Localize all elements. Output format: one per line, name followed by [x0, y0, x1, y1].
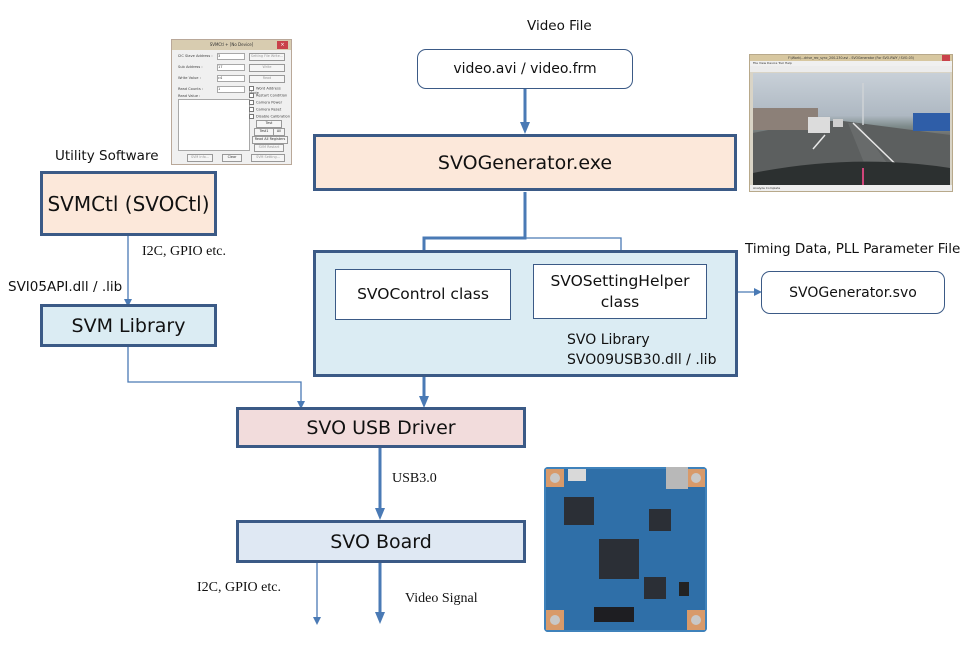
svo-library-caption: SVO Library SVO09USB30.dll / .lib: [567, 330, 716, 370]
field-label: Read Counts :: [178, 87, 204, 91]
dialog-title: SVMCtl + [No Device]: [209, 42, 254, 47]
window-menubar: File View Device Tool Help: [750, 61, 952, 66]
field-label: I2C Slave Address :: [178, 54, 213, 58]
i2c-gpio-top-label: I2C, GPIO etc.: [142, 244, 226, 259]
read-value-area: [178, 99, 250, 151]
field-value: 3: [217, 53, 245, 60]
utility-software-label: Utility Software: [55, 148, 159, 164]
all-button: All: [273, 128, 285, 136]
svm-info-button: SVM Info...: [187, 154, 213, 162]
pcb-graphic: [546, 467, 705, 630]
field-label: Write Value :: [178, 76, 201, 80]
window-titlebar: F:\Work\...drive_rec_sync_200-230.avi - …: [750, 55, 952, 61]
road-video-frame: [753, 73, 950, 185]
arrow-svmlibrary-to-usbdriver: [127, 347, 305, 409]
read-button: Read: [249, 75, 285, 83]
test-button: Test: [256, 120, 282, 128]
video-file-label: Video File: [527, 18, 592, 34]
field-value: 1: [217, 86, 245, 93]
svogenerator-window-screenshot: F:\Work\...drive_rec_sync_200-230.avi - …: [749, 54, 953, 192]
svo-control-class-node[interactable]: SVOControl class: [335, 269, 511, 320]
video-file-node[interactable]: video.avi / video.frm: [417, 49, 633, 89]
timing-data-label: Timing Data, PLL Parameter File: [745, 241, 961, 257]
test1-button: Test1: [254, 128, 274, 136]
svo-generator-text: SVOGenerator.exe: [437, 151, 613, 174]
svo-control-text: SVOControl class: [357, 285, 489, 303]
svmctl-node[interactable]: SVMCtl (SVOCtl): [40, 171, 217, 236]
window-statusbar: Analyze Complete: [750, 185, 952, 191]
checkbox-camera-reset: Camera Reset: [249, 107, 281, 112]
svmctl-dialog-screenshot: SVMCtl + [No Device] × I2C Slave Address…: [171, 39, 292, 165]
svo-setting-helper-text-1: SVOSettingHelper: [550, 271, 690, 290]
svo-library-dll: SVO09USB30.dll / .lib: [567, 352, 717, 368]
svo-board-text: SVO Board: [330, 530, 432, 553]
checkbox-restart-condition: Restart Condition: [249, 93, 287, 98]
video-signal-label: Video Signal: [405, 591, 478, 606]
svm-library-text: SVM Library: [71, 314, 186, 337]
field-value: c4: [217, 75, 245, 82]
svo-setting-helper-text-2: class: [600, 292, 640, 311]
svo-generator-node[interactable]: SVOGenerator.exe: [313, 134, 737, 191]
svm-setting-button: SVM Setting...: [251, 154, 285, 162]
svo-board-photo: [544, 467, 707, 632]
svmctl-text: SVMCtl (SVOCtl): [47, 191, 210, 216]
clear-button: Clear: [222, 154, 242, 162]
svo-generator-svo-node[interactable]: SVOGenerator.svo: [761, 271, 945, 314]
road-scene-graphic: [753, 83, 950, 185]
close-icon: [942, 55, 950, 61]
read-value-label: Read Value :: [178, 94, 201, 98]
i2c-gpio-bottom-label: I2C, GPIO etc.: [197, 580, 281, 595]
svo-generator-svo-text: SVOGenerator.svo: [789, 284, 917, 301]
svm-restart-button: SVM Restart: [254, 144, 284, 152]
dialog-titlebar: SVMCtl + [No Device] ×: [172, 40, 291, 50]
field-label: Sub Address :: [178, 65, 203, 69]
usb30-label: USB3.0: [392, 471, 437, 486]
svo-board-node[interactable]: SVO Board: [236, 520, 526, 563]
setting-file-write-button: Setting File Write...: [249, 53, 285, 61]
field-value: 17: [217, 64, 245, 71]
window-toolbar: [750, 66, 952, 72]
svm-library-node[interactable]: SVM Library: [40, 304, 217, 347]
svo-setting-helper-node[interactable]: SVOSettingHelper class: [533, 264, 707, 319]
svo-library-name: SVO Library: [567, 332, 650, 348]
read-all-registers-button: Read All Registers: [252, 136, 288, 144]
video-file-node-text: video.avi / video.frm: [453, 61, 597, 77]
svi05api-label: SVI05API.dll / .lib: [8, 279, 123, 295]
svo-usb-driver-node[interactable]: SVO USB Driver: [236, 407, 526, 448]
svo-usb-driver-text: SVO USB Driver: [306, 416, 456, 439]
close-icon: ×: [277, 41, 288, 49]
checkbox-camera-power: Camera Power: [249, 100, 282, 105]
write-button: Write: [249, 64, 285, 72]
checkbox-disable-calibration: Disable Calibration: [249, 114, 290, 119]
